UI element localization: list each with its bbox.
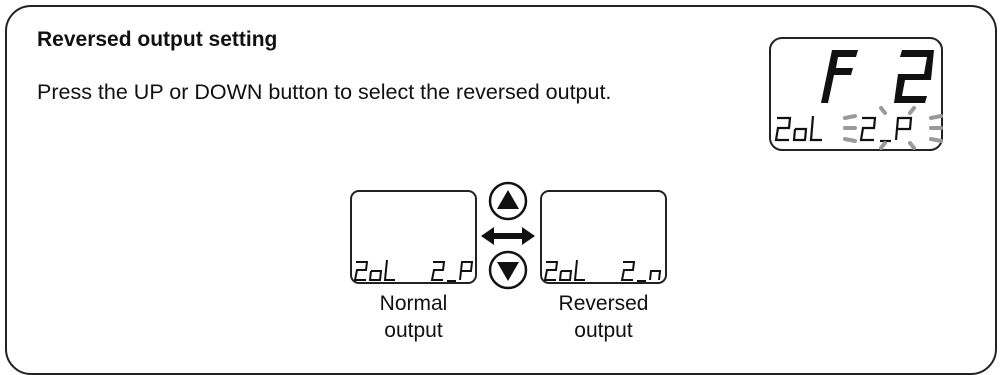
normal-output-caption: Normal output [351, 290, 476, 344]
section-title: Reversed output setting [37, 28, 278, 51]
top-right-lcd-display [769, 37, 943, 151]
lcd-sub-right [859, 116, 913, 143]
normal-lcd-text [353, 259, 474, 282]
blink-indicator [843, 106, 943, 150]
down-button-icon [488, 250, 528, 290]
diagram-graphics [350, 37, 943, 290]
caption-line: Reversed [558, 292, 649, 315]
caption-line: output [574, 319, 633, 342]
instruction-text: Press the UP or DOWN button to select th… [37, 80, 612, 104]
lcd-main-char-F [821, 50, 858, 103]
caption-line: Normal [379, 292, 448, 315]
reversed-output-caption: Reversed output [541, 290, 666, 344]
normal-output-lcd [350, 190, 477, 284]
double-arrow-icon [481, 227, 535, 245]
caption-line: output [384, 319, 443, 342]
reversed-lcd-text [543, 259, 662, 282]
lcd-sub-left [774, 115, 822, 142]
up-button-icon [488, 181, 528, 221]
reversed-output-lcd [540, 190, 667, 284]
lcd-main-char-2 [894, 50, 934, 103]
